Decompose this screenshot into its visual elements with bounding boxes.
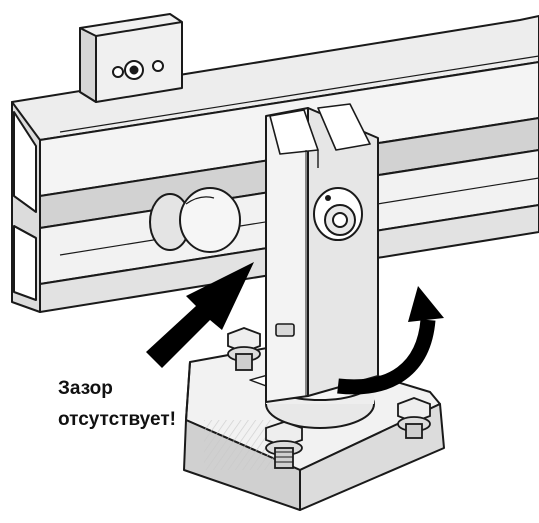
plate-bolt-front-left — [265, 421, 303, 469]
side-screw — [275, 323, 295, 337]
annotation-line-1: Зазор — [58, 378, 113, 399]
gap-annotation: Зазор отсутствует! — [58, 373, 176, 435]
annotation-line-2: отсутствует! — [58, 409, 176, 430]
hinge-bolt — [313, 187, 363, 241]
top-clamp-block — [79, 13, 183, 103]
straight-arrow-icon — [146, 262, 254, 368]
beam-knob — [149, 187, 241, 253]
plate-bolt-front-right — [397, 397, 431, 439]
plate-bolt-rear-left — [227, 327, 261, 371]
curved-arrow-icon — [337, 286, 444, 395]
